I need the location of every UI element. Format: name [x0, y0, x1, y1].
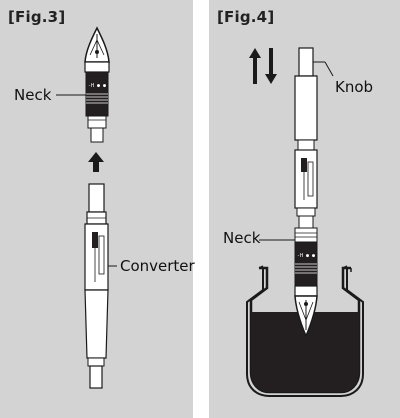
figure-3-title: [Fig.3]	[8, 8, 66, 26]
nib-shape	[84, 26, 110, 63]
figure-4-panel: [Fig.4]	[209, 0, 400, 418]
converter-body	[84, 183, 109, 389]
ink-bottle	[246, 265, 364, 397]
converter-label: Converter	[120, 257, 195, 275]
up-arrow-icon	[249, 48, 261, 84]
knob-label: Knob	[335, 78, 374, 96]
down-arrow-icon	[265, 48, 277, 84]
neck-label: Neck	[14, 86, 52, 104]
insert-arrow-up	[88, 152, 104, 172]
neck-section: -H ● ●	[84, 61, 110, 143]
figure-4-title: [Fig.4]	[217, 8, 275, 26]
neck-label-fig4: Neck	[223, 229, 261, 247]
figure-4-drawing: -H ● ●	[246, 47, 364, 397]
knob-leader-line-2	[324, 61, 334, 77]
figure-3-drawing: -H ● ●	[56, 26, 117, 389]
pen-with-converter: -H ● ●	[294, 47, 318, 338]
svg-text:-H ● ●: -H ● ●	[297, 253, 315, 259]
figure-3-panel: [Fig.3] -H ● ●	[0, 0, 195, 418]
svg-text:-H ● ●: -H ● ●	[88, 83, 106, 89]
